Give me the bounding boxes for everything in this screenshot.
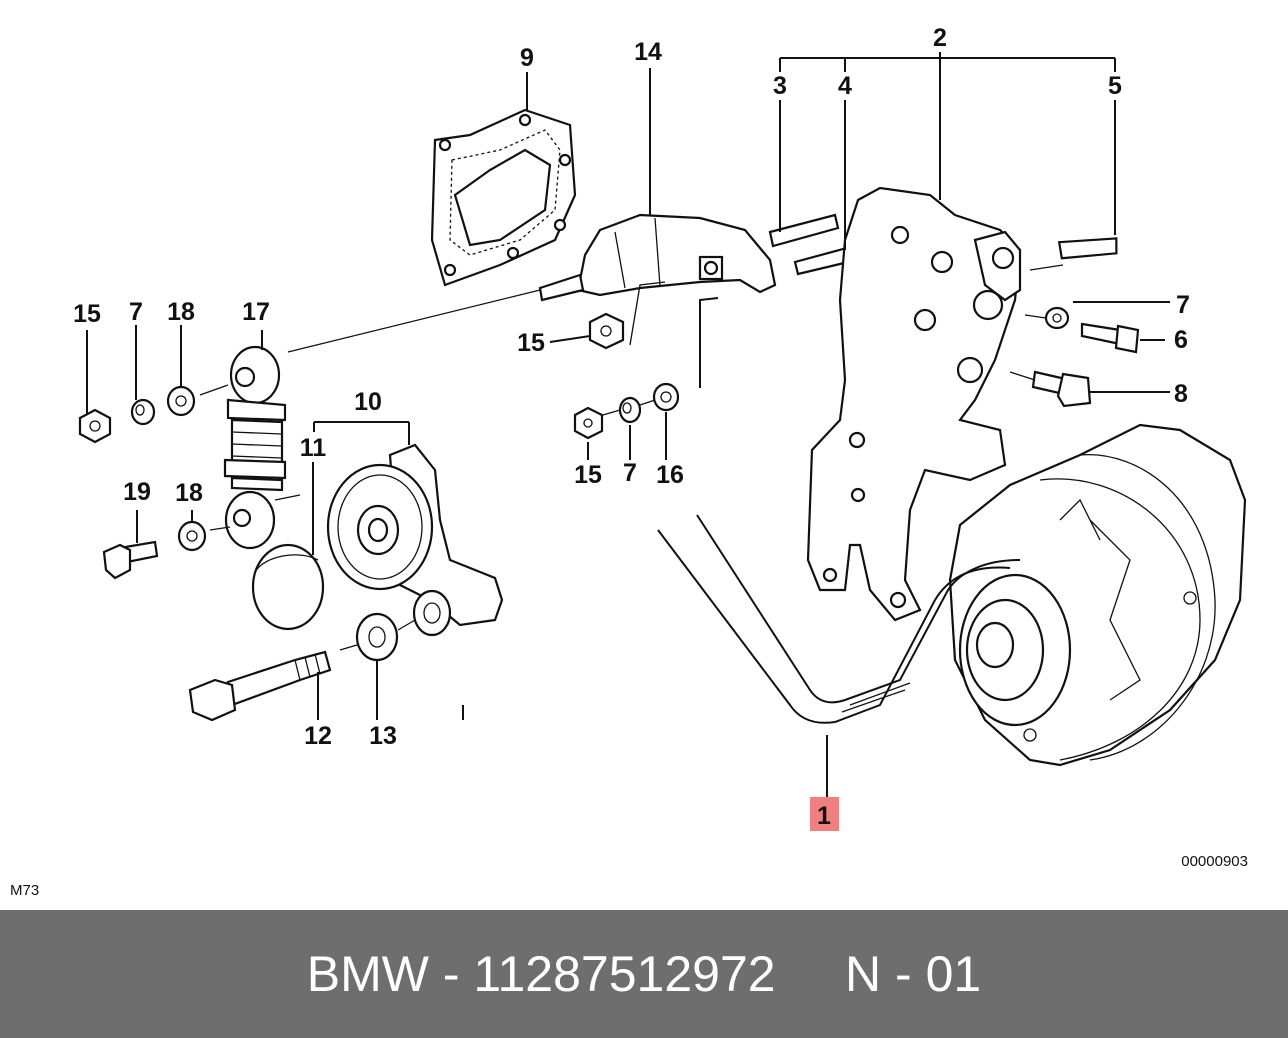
callout-16: 16 bbox=[656, 461, 684, 489]
alternator bbox=[948, 423, 1247, 767]
callout-9: 9 bbox=[520, 44, 534, 72]
callout-7-right: 7 bbox=[1176, 291, 1190, 319]
callout-13: 13 bbox=[369, 722, 397, 750]
leader-lines bbox=[86, 52, 1170, 800]
washer-part-13 bbox=[355, 612, 399, 662]
callout-10: 10 bbox=[354, 388, 382, 416]
callout-8: 8 bbox=[1174, 380, 1188, 408]
middle-small-hardware bbox=[573, 312, 680, 440]
callout-17: 17 bbox=[242, 298, 270, 326]
callout-3: 3 bbox=[773, 72, 787, 100]
left-small-hardware bbox=[78, 385, 207, 552]
bracket-part-14 bbox=[576, 213, 777, 297]
callout-12: 12 bbox=[304, 722, 332, 750]
callout-5: 5 bbox=[1108, 72, 1122, 100]
mount-bracket-part-2 bbox=[806, 186, 1022, 622]
right-hardware bbox=[1031, 306, 1140, 408]
callout-labels: 1 2 3 4 5 6 7 7 7 8 9 10 11 12 13 14 15 … bbox=[73, 24, 1190, 830]
callout-15-left: 15 bbox=[73, 300, 101, 328]
part-number-footer: BMW - 11287512972 N - 01 bbox=[0, 910, 1288, 1038]
callout-2: 2 bbox=[933, 24, 947, 52]
part-number-text: BMW - 11287512972 N - 01 bbox=[306, 946, 982, 1002]
callout-18-top: 18 bbox=[167, 298, 195, 326]
callout-7-middle: 7 bbox=[623, 459, 637, 487]
bolt-part-12 bbox=[188, 650, 332, 722]
idler-pulley-part-10 bbox=[326, 443, 504, 637]
model-code: M73 bbox=[10, 882, 39, 899]
image-code: 00000903 bbox=[1181, 853, 1248, 870]
callout-15-center: 15 bbox=[517, 329, 545, 357]
callout-19: 19 bbox=[123, 478, 151, 506]
parts-diagram: 1 2 3 4 5 6 7 7 7 8 9 10 11 12 13 14 15 … bbox=[10, 24, 1248, 899]
callout-7-left: 7 bbox=[129, 298, 143, 326]
tensioner-part-17 bbox=[223, 345, 287, 550]
drive-belt-part-1 bbox=[657, 514, 1021, 724]
callout-14: 14 bbox=[634, 38, 662, 66]
gasket-part-9 bbox=[430, 108, 577, 287]
bolt-part-19 bbox=[102, 540, 159, 580]
callout-1-highlight bbox=[810, 797, 839, 831]
cap-part-11 bbox=[251, 543, 325, 631]
callout-6: 6 bbox=[1174, 326, 1188, 354]
callout-18-bottom: 18 bbox=[175, 479, 203, 507]
callout-11: 11 bbox=[300, 434, 327, 462]
callout-1: 1 bbox=[817, 802, 831, 830]
callout-15-bottom: 15 bbox=[574, 461, 602, 489]
callout-4: 4 bbox=[838, 72, 852, 100]
